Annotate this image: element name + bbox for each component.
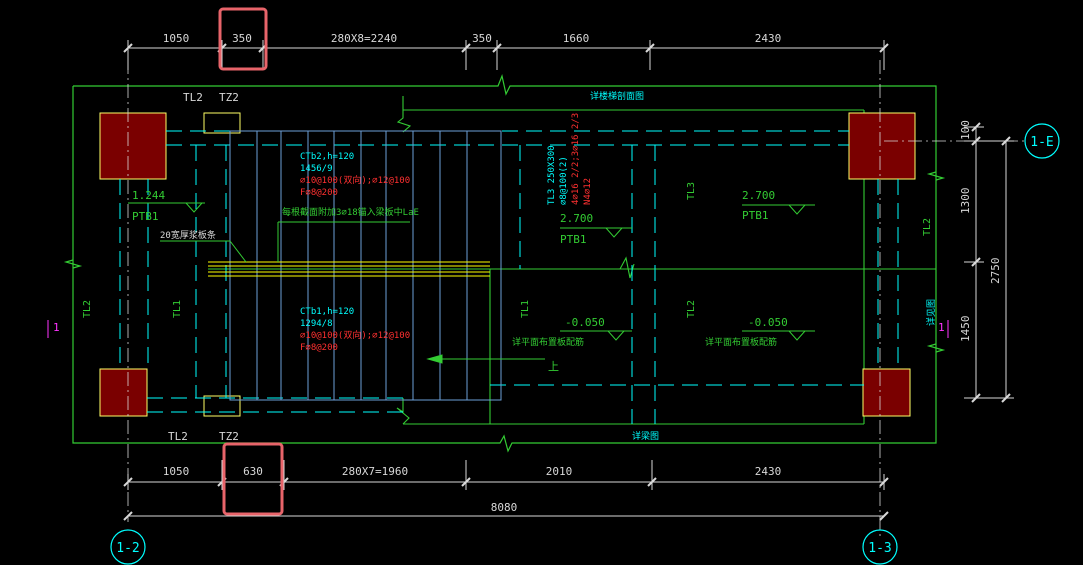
axis-label-b: 1-3 — [868, 541, 891, 556]
upper-flight-line-1: CTb2,h=120 — [300, 152, 354, 162]
lower-flight-line-3: ⌀10@100(双向);⌀12@100 — [300, 329, 410, 341]
slab-elev-mid: -0.050 — [565, 316, 605, 329]
detail-bottom-note: 详梁图 — [632, 430, 659, 442]
lower-flight-line-4: F⌀8@200 — [300, 343, 338, 353]
axis-label-c: 1-E — [1030, 135, 1053, 150]
ptb1-mid-elev: 2.700 — [560, 212, 593, 225]
column-bottom-left — [99, 368, 148, 417]
right-dim-2: 1300 — [959, 188, 972, 215]
label-tz2-bottom: TZ2 — [219, 430, 239, 443]
lower-flight-notes: CTb1,h=120 1294/8 ⌀10@100(双向);⌀12@100 F⌀… — [300, 307, 410, 353]
column-top-left — [99, 112, 167, 180]
bottom-dim-total: 8080 — [491, 501, 518, 514]
right-side-note: 详见图 — [925, 299, 937, 326]
top-dim-3: 280X8=2240 — [331, 32, 397, 45]
ptb1-left-elev: 1.244 — [132, 189, 165, 202]
stair-treads — [229, 130, 502, 401]
label-tl2-top: TL2 — [183, 91, 203, 104]
section-marks: 1 1 — [47, 320, 949, 338]
up-arrow — [426, 354, 545, 364]
elevation-markers — [128, 202, 815, 341]
top-dim-2: 350 — [232, 32, 252, 45]
upper-flight-line-4: F⌀8@200 — [300, 188, 338, 198]
upper-flight-notes: CTb2,h=120 1456/9 ⌀10@100(双向);⌀12@100 F⌀… — [300, 152, 410, 198]
bottom-dim-2: 630 — [243, 465, 263, 478]
right-dim-3: 1450 — [959, 316, 972, 343]
rebar-leader — [160, 221, 410, 263]
upper-flight-line-2: 1456/9 — [300, 164, 333, 174]
label-tz2-top: TZ2 — [219, 91, 239, 104]
tl3-line-1: TL3 250X300 — [547, 145, 557, 205]
label-tl2-mid: TL2 — [686, 300, 697, 318]
slab-elev-right: -0.050 — [748, 316, 788, 329]
plate-width-note: 20宽厚浆板条 — [160, 229, 216, 241]
highlight-box-top — [218, 7, 268, 71]
beam-centerlines — [119, 130, 899, 424]
rebar-band — [208, 261, 490, 277]
columns — [99, 112, 916, 417]
label-tl2-right: TL2 — [922, 218, 933, 236]
bottom-dim-1: 1050 — [163, 465, 190, 478]
axis-bubble-c — [1024, 123, 1060, 159]
ptb1-right: PTB1 — [742, 209, 769, 222]
bottom-dim-3: 280X7=1960 — [342, 465, 408, 478]
tz2-top — [203, 112, 241, 134]
column-bottom-right — [862, 368, 911, 417]
tl3-line-3: 4⌀16 2/2;3⌀16 2/3 — [571, 113, 581, 205]
right-dim-1: 100 — [959, 120, 972, 140]
top-dim-6: 2430 — [755, 32, 782, 45]
ptb1-left: PTB1 — [132, 210, 159, 223]
tl3-line-4: N4⌀12 — [583, 178, 593, 205]
lower-flight-line-1: CTb1,h=120 — [300, 307, 354, 317]
tz2-bottom — [203, 395, 241, 417]
highlight-box-bottom — [222, 442, 284, 516]
top-dim-1: 1050 — [163, 32, 190, 45]
up-label: 上 — [548, 360, 559, 373]
ptb1-mid: PTB1 — [560, 233, 587, 246]
label-tl2-bottom: TL2 — [168, 430, 188, 443]
slab-note-mid: 详平面布置板配筋 — [512, 336, 584, 348]
top-dim-4: 350 — [472, 32, 492, 45]
lower-flight-line-2: 1294/8 — [300, 319, 333, 329]
section-mark-left: 1 — [53, 321, 60, 334]
column-top-right — [848, 112, 916, 180]
top-dimension-chain — [123, 40, 889, 70]
label-tl2-left: TL2 — [82, 300, 93, 318]
axis-bubbles — [110, 123, 1060, 565]
bottom-dim-4: 2010 — [546, 465, 573, 478]
tl3-beam-notes: TL3 250X300 ⌀8@100(2) 4⌀16 2/2;3⌀16 2/3 … — [547, 113, 593, 205]
axis-bubble-b — [862, 529, 898, 565]
right-dim-total: 2750 — [989, 258, 1002, 285]
axis-bubble-a — [110, 529, 146, 565]
label-tl1-mid: TL1 — [520, 300, 531, 318]
label-tl1-left: TL1 — [172, 300, 183, 318]
slab-note-right: 详平面布置板配筋 — [705, 336, 777, 348]
label-tl3-vert: TL3 — [686, 182, 697, 200]
section-mark-right: 1 — [938, 321, 945, 334]
axis-label-a: 1-2 — [116, 541, 139, 556]
bottom-dim-5: 2430 — [755, 465, 782, 478]
detail-top-note: 详楼梯剖面图 — [590, 90, 644, 102]
top-dim-5: 1660 — [563, 32, 590, 45]
upper-flight-line-3: ⌀10@100(双向);⌀12@100 — [300, 174, 410, 186]
ptb1-right-elev: 2.700 — [742, 189, 775, 202]
outer-boundary — [63, 73, 946, 453]
tl3-line-2: ⌀8@100(2) — [559, 156, 569, 205]
right-dimension-chain — [964, 122, 1014, 403]
rebar-note: 每根截面附加3⌀18锚入梁板中LaE — [282, 206, 419, 218]
